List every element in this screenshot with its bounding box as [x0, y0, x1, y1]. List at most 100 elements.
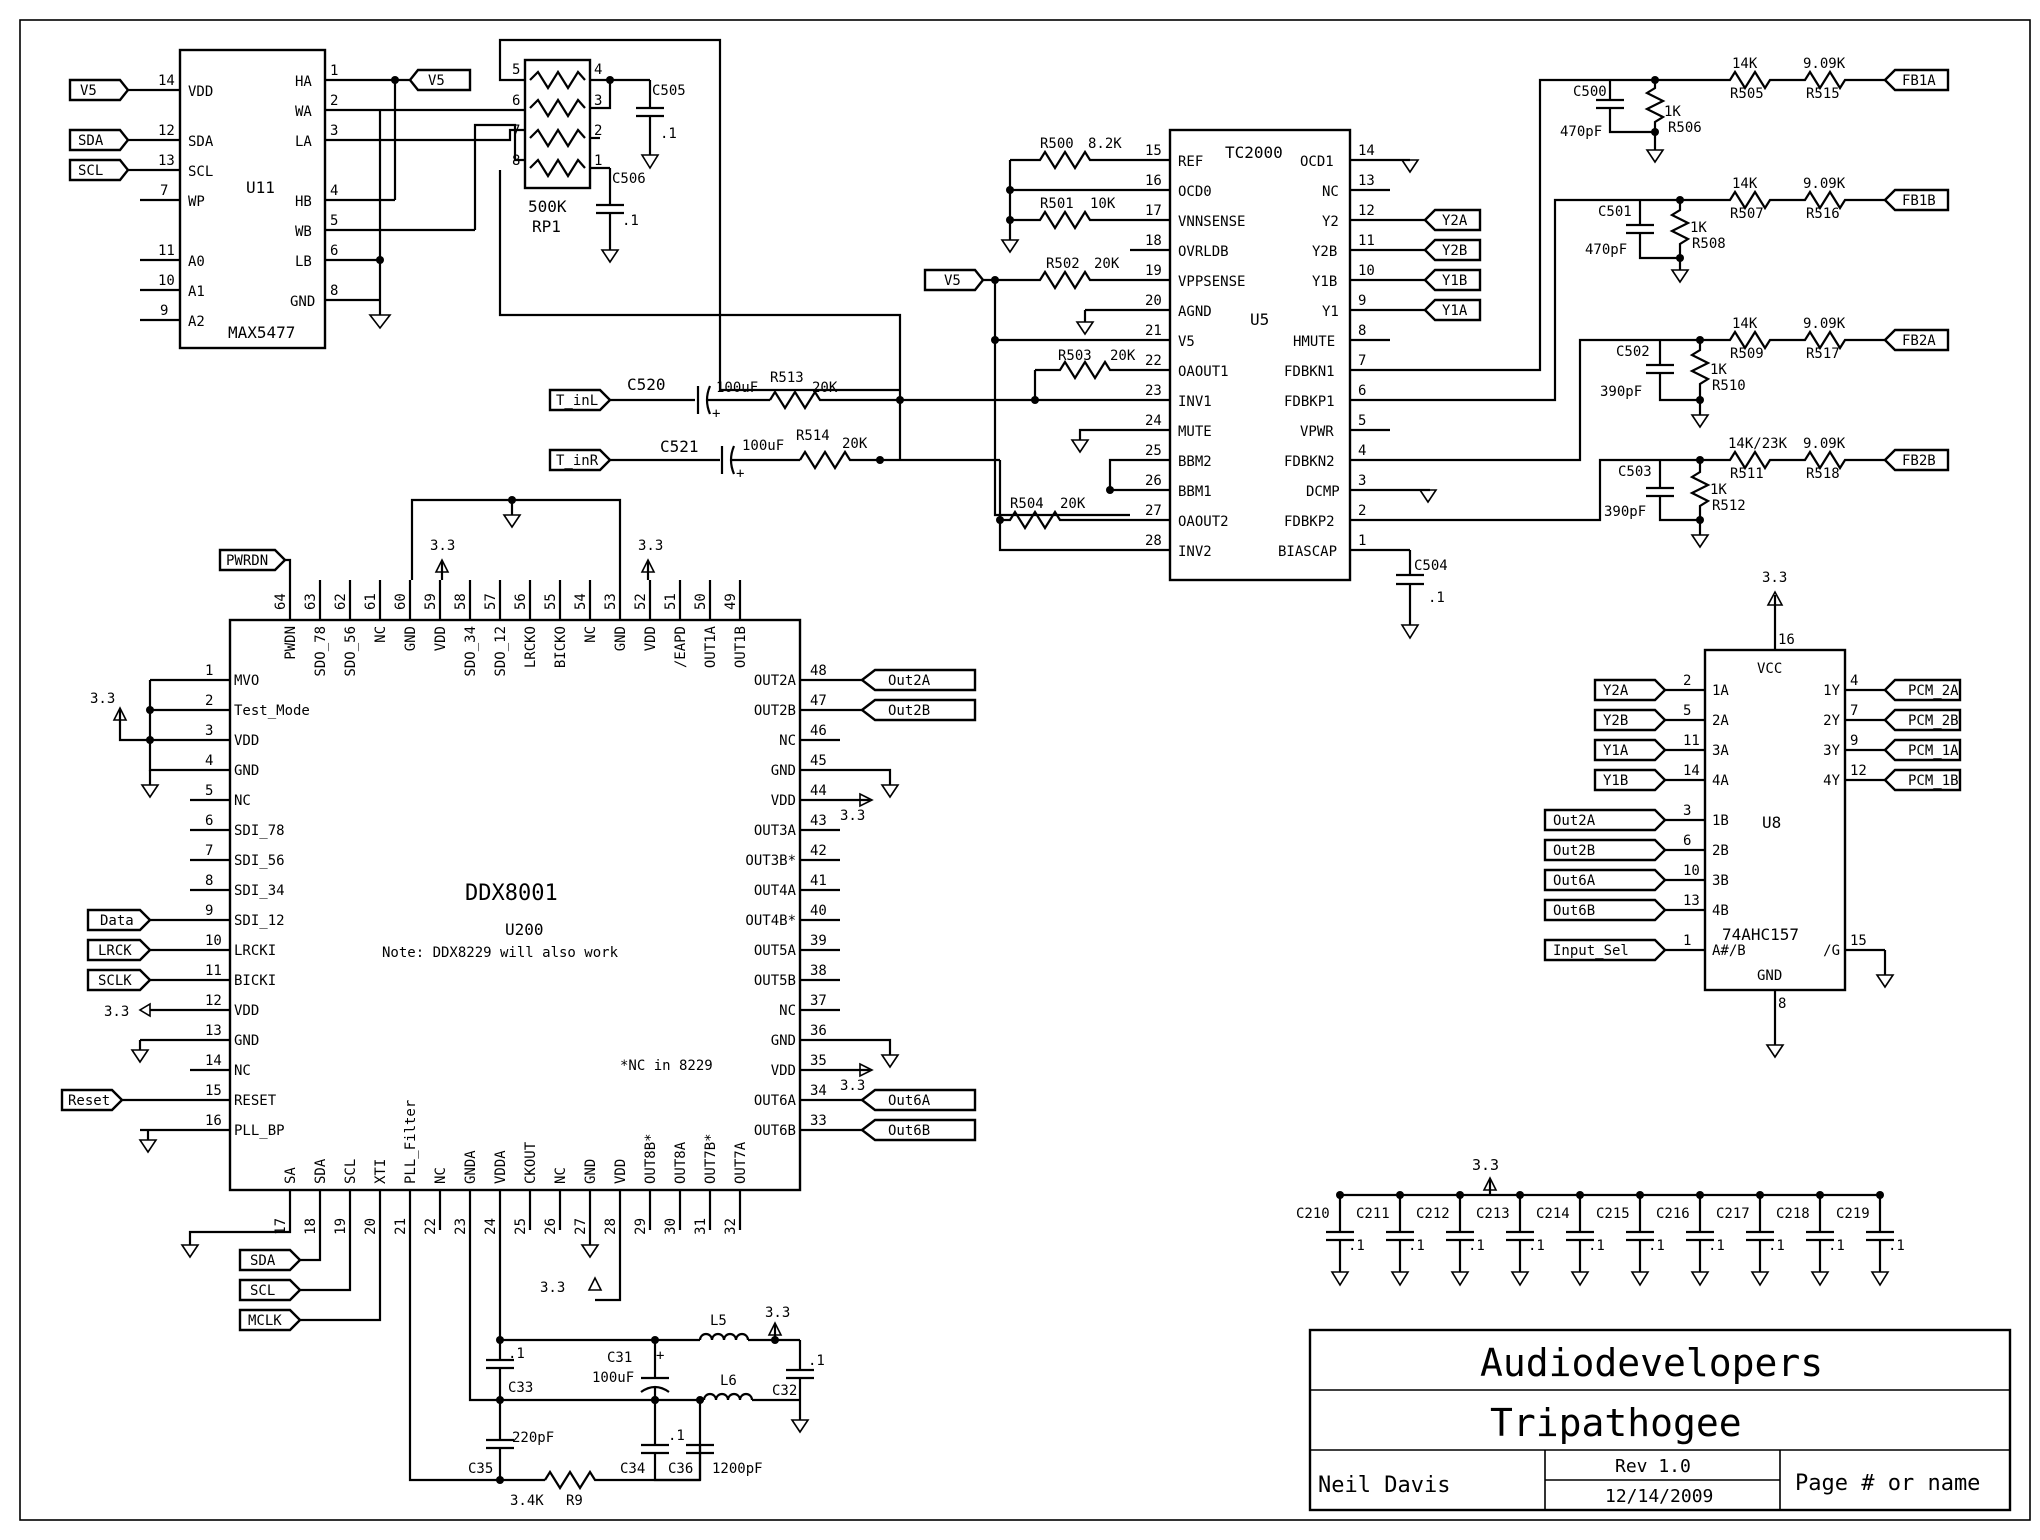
svg-text:6: 6 — [1358, 383, 1366, 399]
u11-ref: U11 — [246, 178, 275, 197]
u8-pin-name: 4B — [1712, 903, 1729, 919]
svg-text:R507: R507 — [1730, 206, 1764, 222]
u200-pin-name: NC — [779, 733, 796, 749]
svg-text:Y1: Y1 — [1322, 304, 1339, 320]
decap-ref: C214 — [1536, 1206, 1570, 1222]
svg-text:1: 1 — [594, 153, 602, 169]
decap-ref: C216 — [1656, 1206, 1690, 1222]
svg-text:WA: WA — [295, 104, 312, 120]
svg-text:26: 26 — [1145, 473, 1162, 489]
u200-pin-number: 44 — [810, 783, 827, 799]
scl-netlabel-u11: SCL — [68, 158, 140, 182]
svg-text:14K: 14K — [1732, 176, 1758, 192]
u200-pin-name: OUT1B — [733, 626, 749, 668]
u200-pin-name: OUT5B — [754, 973, 796, 989]
svg-text:L5: L5 — [710, 1313, 727, 1329]
u8-netlabel-y1a — [1593, 738, 1667, 762]
u200-pin-number: 47 — [810, 693, 827, 709]
u8-pin-name: 1Y — [1823, 683, 1840, 699]
svg-text:100uF: 100uF — [592, 1370, 634, 1386]
u8-pin-number: 9 — [1850, 733, 1858, 749]
u8-pin-number: 5 — [1683, 703, 1691, 719]
u8-pin-number: 15 — [1850, 933, 1867, 949]
u8-pins: 21AY2A52AY2B113AY1A144AY1B31BOut2A62BOut… — [1543, 673, 1962, 989]
u200-pin-number: 9 — [205, 903, 213, 919]
u11-body — [178, 48, 327, 350]
u200-pin-number: 51 — [663, 593, 679, 610]
svg-text:C506: C506 — [612, 171, 646, 187]
svg-text:7: 7 — [160, 183, 168, 199]
v5-netlabel-u5: V5 — [923, 268, 985, 292]
svg-text:Out6A: Out6A — [888, 1093, 931, 1109]
svg-text:R511: R511 — [1730, 466, 1764, 482]
svg-text:16: 16 — [1145, 173, 1162, 189]
svg-text:3.3: 3.3 — [840, 1078, 865, 1094]
u200-pin-name: PLL_BP — [234, 1123, 285, 1139]
svg-text:3.3: 3.3 — [90, 691, 115, 707]
u200-pin-name: XTI — [373, 1159, 389, 1184]
svg-text:R512: R512 — [1712, 498, 1746, 514]
decap-ref: C217 — [1716, 1206, 1750, 1222]
ground-symbol — [1875, 974, 1895, 989]
svg-text:24: 24 — [1145, 413, 1162, 429]
u200-ddx8001: DDX8001 U200 Note: DDX8229 will also wor… — [228, 618, 802, 1192]
decap-value: .1 — [1528, 1238, 1545, 1254]
svg-text:T_inL: T_inL — [556, 393, 598, 409]
u200-pin-name: NC — [234, 793, 251, 809]
u200-top-wiring: 3.3 3.3 — [410, 496, 663, 580]
svg-text:28: 28 — [1145, 533, 1162, 549]
u200-pin-name: VDDA — [493, 1150, 509, 1184]
svg-text:20K: 20K — [812, 380, 838, 396]
u200-pin-number: 8 — [205, 873, 213, 889]
u200-pin-name: MVO — [234, 673, 259, 689]
svg-text:C500: C500 — [1573, 84, 1607, 100]
fb2a-network: C502 390pF 1K R510 14K R509 9.09K R517 F… — [1390, 316, 1950, 462]
svg-text:.1: .1 — [660, 126, 677, 142]
r502-resistor: R502 20K — [983, 256, 1130, 291]
u200-pin-number: 42 — [810, 843, 827, 859]
decap-value: .1 — [1768, 1238, 1785, 1254]
r503-resistor: R503 20K — [1035, 348, 1136, 381]
sheet-border — [19, 19, 2031, 1521]
u200-pin-number: 36 — [810, 1023, 827, 1039]
svg-text:C503: C503 — [1618, 464, 1652, 480]
u8-netlabel-out2a — [1543, 808, 1667, 832]
svg-text:.1: .1 — [808, 1353, 825, 1369]
reset-netlabel: Reset — [60, 1088, 190, 1112]
ground-symbol — [1510, 1271, 1530, 1287]
sda-netlabel-u200: SDA — [238, 1248, 302, 1272]
svg-text:INV1: INV1 — [1178, 394, 1212, 410]
svg-text:20: 20 — [1145, 293, 1162, 309]
svg-text:4: 4 — [330, 183, 338, 199]
svg-text:12: 12 — [1358, 203, 1375, 219]
svg-text:20K: 20K — [1060, 496, 1086, 512]
svg-text:V5: V5 — [944, 273, 961, 289]
svg-text:C505: C505 — [652, 83, 686, 99]
u200-pin-name: VDD — [771, 1063, 796, 1079]
svg-text:MCLK: MCLK — [248, 1313, 282, 1329]
svg-text:+: + — [712, 406, 720, 422]
u200-pin-number: 11 — [205, 963, 222, 979]
u200-pin-number: 14 — [205, 1053, 222, 1069]
u8-netlabel-text: Input_Sel — [1553, 943, 1629, 959]
ground-symbol — [1330, 1271, 1350, 1287]
u200-pin-name: SDO_34 — [463, 626, 479, 677]
svg-text:Y2A: Y2A — [1442, 213, 1468, 229]
svg-text:HA: HA — [295, 74, 312, 90]
svg-text:R501: R501 — [1040, 196, 1074, 212]
u200-pin-name: LRCKI — [234, 943, 276, 959]
svg-text:1: 1 — [1358, 533, 1366, 549]
svg-text:R516: R516 — [1806, 206, 1840, 222]
u200-pin-number: 39 — [810, 933, 827, 949]
svg-text:FDBKP1: FDBKP1 — [1284, 394, 1335, 410]
svg-text:R515: R515 — [1806, 86, 1840, 102]
svg-text:T_inR: T_inR — [556, 453, 599, 469]
svg-text:8: 8 — [1358, 323, 1366, 339]
svg-text:Y1A: Y1A — [1442, 303, 1468, 319]
u200-pin-name: OUT8B* — [643, 1133, 659, 1184]
u200-pin-number: 45 — [810, 753, 827, 769]
